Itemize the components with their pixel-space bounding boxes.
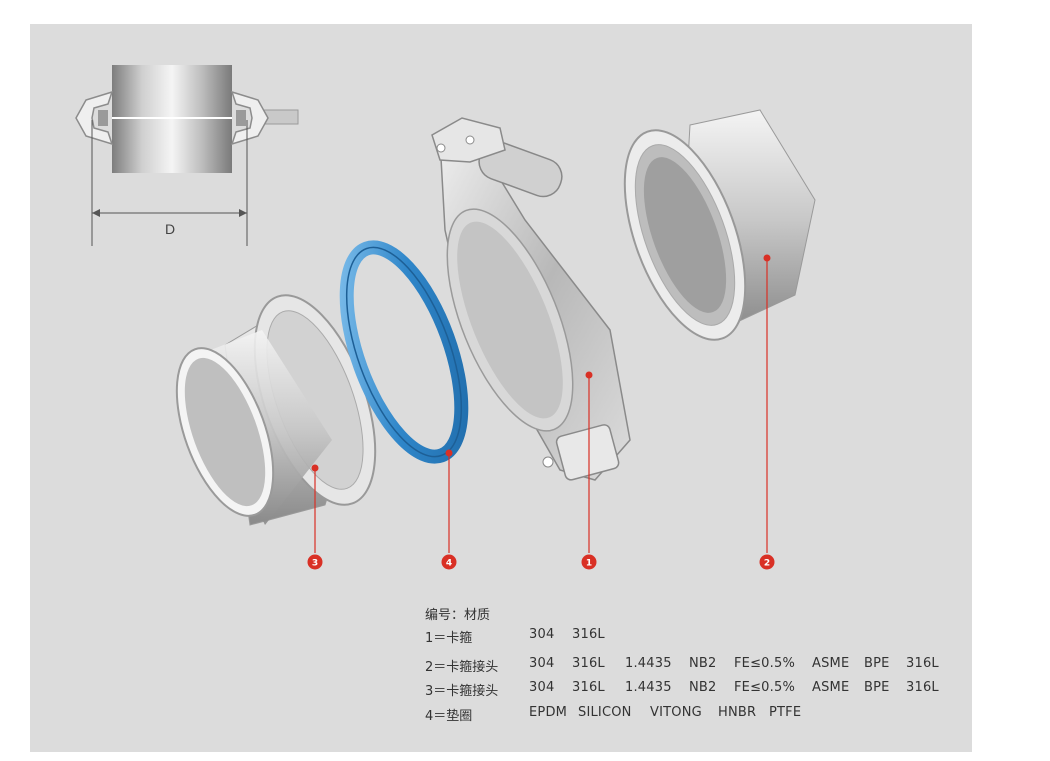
material-value: VITONG <box>650 705 702 720</box>
inset-left-gasket <box>98 110 108 126</box>
leader-dots <box>311 254 771 472</box>
material-value: BPE <box>864 680 890 695</box>
leader-lines <box>314 258 768 553</box>
material-value: NB2 <box>689 680 717 695</box>
gasket-part-4 <box>339 240 469 464</box>
material-value: 316L <box>906 680 939 695</box>
material-value: 304 <box>529 656 555 671</box>
material-value: PTFE <box>769 705 802 720</box>
callout-1: 1 <box>581 554 597 570</box>
inset-left-clamp <box>75 90 114 146</box>
material-value: ASME <box>812 656 850 671</box>
clamp-hinge-block <box>555 424 620 481</box>
material-value: 1.4435 <box>625 680 672 695</box>
legend-header: 编号：材质 <box>425 608 491 623</box>
legend-item-label: 4＝垫圈 <box>425 709 473 724</box>
legend-item-label: 1＝卡箍 <box>425 631 473 646</box>
ferrule-right-part-2 <box>623 109 816 341</box>
clamp-hinge-pin <box>542 456 554 468</box>
callout-4: 4 <box>441 554 457 570</box>
callout-3-number: 3 <box>312 559 318 569</box>
callout-3: 3 <box>307 554 323 570</box>
material-value: FE≤0.5% <box>734 656 796 671</box>
dimension-label: D <box>165 221 175 237</box>
material-value: 316L <box>572 680 605 695</box>
cross-section-inset: D <box>75 65 299 246</box>
legend-item-label: 3＝卡箍接头 <box>425 684 499 699</box>
inset-right-clamp <box>230 90 269 146</box>
material-value: 304 <box>529 680 555 695</box>
material-value: HNBR <box>718 705 757 720</box>
material-value: 304 <box>529 627 555 642</box>
callout-2-number: 2 <box>764 559 770 569</box>
callout-2: 2 <box>759 554 775 570</box>
material-value: FE≤0.5% <box>734 680 796 695</box>
ferrule-left-part-3 <box>175 294 377 526</box>
material-value: NB2 <box>689 656 717 671</box>
dim-arrow-left <box>92 209 100 217</box>
material-value: SILICON <box>578 705 632 720</box>
material-value: ASME <box>812 680 850 695</box>
material-value: BPE <box>864 656 890 671</box>
material-value: EPDM <box>529 705 568 720</box>
callout-4-number: 4 <box>446 559 452 569</box>
dim-arrow-right <box>239 209 247 217</box>
material-value: 316L <box>572 627 605 642</box>
callout-1-number: 1 <box>586 559 592 569</box>
material-value: 316L <box>572 656 605 671</box>
inset-right-gasket <box>236 110 246 126</box>
material-value: 1.4435 <box>625 656 672 671</box>
material-value: 316L <box>906 656 939 671</box>
clamp-part-1 <box>431 117 631 481</box>
legend-item-label: 2＝卡箍接头 <box>425 660 499 675</box>
